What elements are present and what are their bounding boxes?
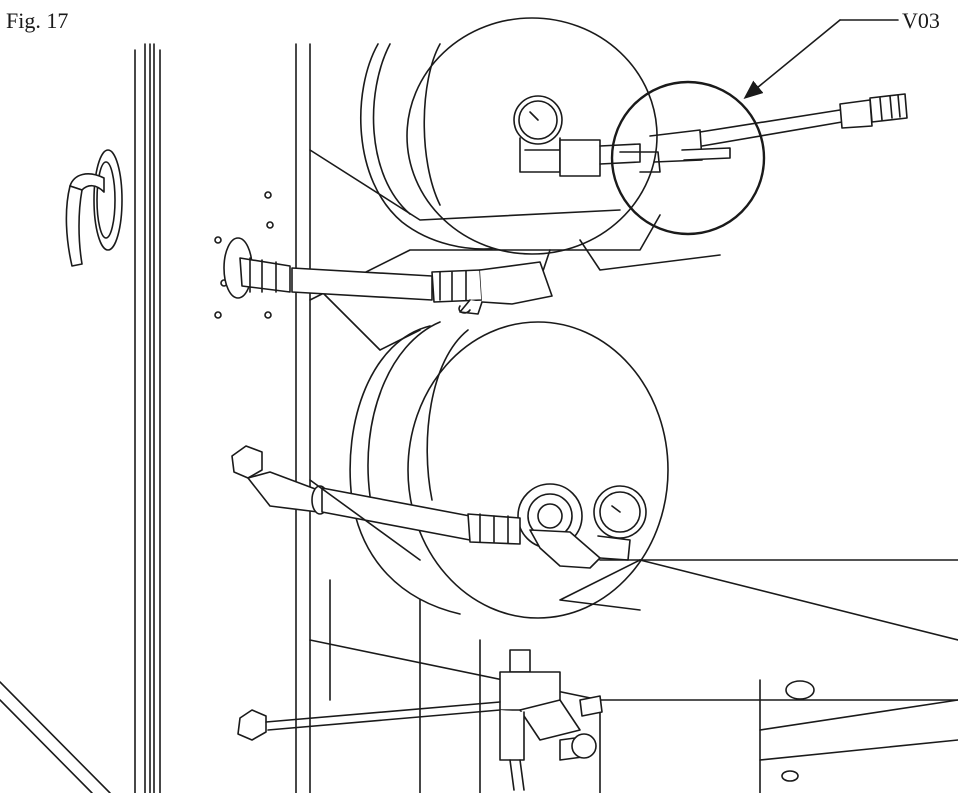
cabinet-door [0, 43, 161, 793]
small-tube [237, 701, 501, 741]
lower-hose [231, 445, 631, 569]
lower-tank [349, 321, 669, 619]
door-handle [65, 149, 123, 267]
upper-tank [360, 17, 658, 255]
lower-gauge [593, 485, 647, 539]
base-frame [309, 479, 958, 793]
solenoid-valve [499, 649, 603, 791]
upper-valve-v03 [559, 93, 908, 177]
callout-v03 [610, 19, 899, 236]
figure-label: Fig. 17 [6, 8, 69, 33]
side-panel [214, 43, 311, 793]
callout-label-v03: V03 [902, 8, 940, 33]
upper-hose [223, 237, 553, 315]
